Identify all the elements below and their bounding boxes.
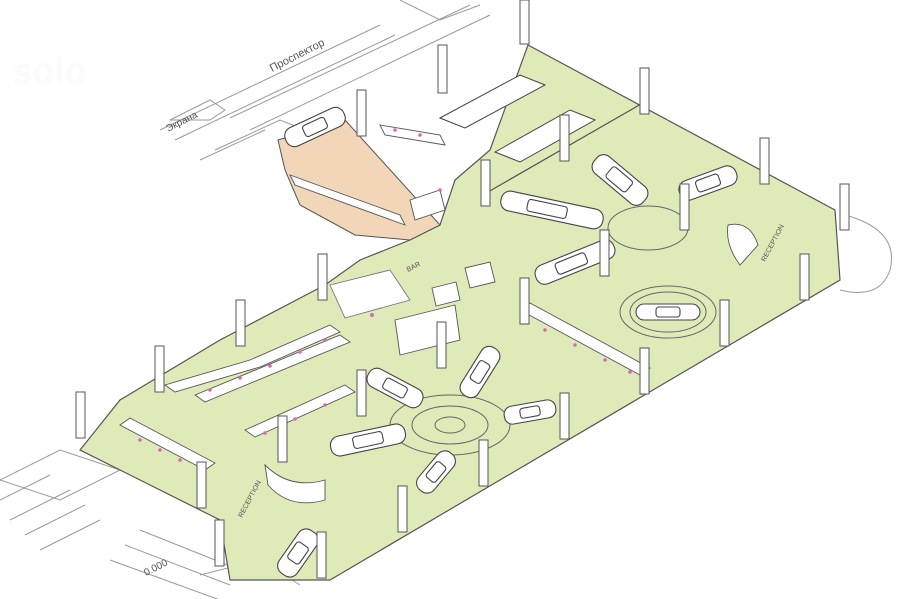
car bbox=[277, 528, 319, 578]
car bbox=[678, 165, 738, 201]
glass-meeting-room bbox=[329, 269, 411, 319]
watermark-logo: solo bbox=[14, 52, 87, 92]
car bbox=[416, 450, 456, 494]
structural-columns bbox=[75, 0, 850, 579]
display-cars bbox=[277, 106, 738, 578]
workstations bbox=[119, 124, 759, 504]
car bbox=[459, 345, 501, 399]
elevation-mark: 0.000 bbox=[142, 557, 170, 578]
car bbox=[366, 367, 424, 409]
street-label-top: Проспектор bbox=[268, 37, 327, 75]
office-floor bbox=[277, 119, 441, 241]
car bbox=[591, 154, 649, 206]
car bbox=[503, 399, 557, 425]
car bbox=[534, 239, 616, 285]
car bbox=[635, 303, 701, 321]
car bbox=[500, 190, 604, 230]
service-pits bbox=[438, 74, 597, 163]
showroom-floor bbox=[79, 44, 841, 581]
car bbox=[284, 106, 346, 148]
car bbox=[329, 423, 407, 457]
